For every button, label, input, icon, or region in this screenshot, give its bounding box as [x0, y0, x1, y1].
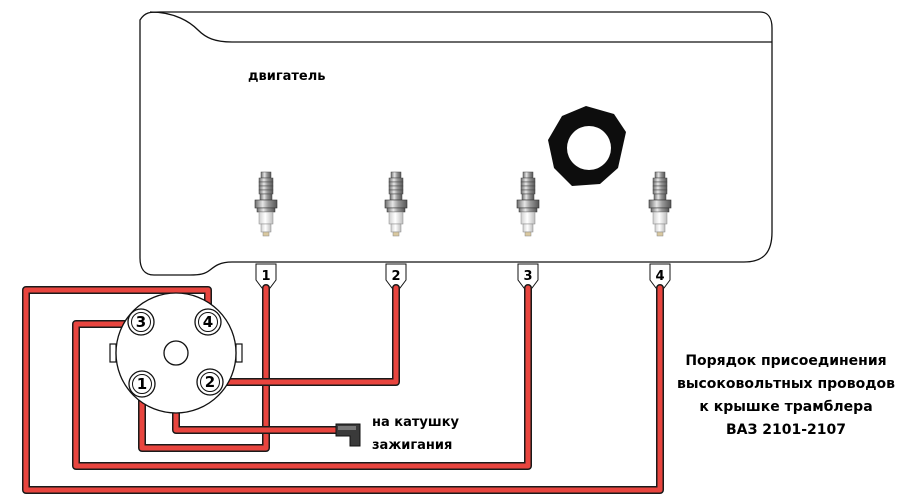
- cap-terminal-3-label: 3: [136, 313, 146, 331]
- wire-plug-3: [73, 285, 531, 469]
- diagram-caption: Порядок присоединения высоковольтных про…: [677, 353, 895, 438]
- coil-label-line1: на катушку: [372, 415, 460, 430]
- cap-clip-right: [235, 343, 243, 363]
- caption-line3: к крышке трамблера: [699, 399, 872, 415]
- wire-plug-1: [139, 285, 269, 451]
- cap-terminal-2-label: 2: [205, 373, 215, 391]
- caption-line2: высоковольтных проводов: [677, 376, 895, 392]
- cap-terminal-4-label: 4: [203, 313, 213, 331]
- engine-outline: [139, 11, 773, 276]
- wire-plug-4: [23, 285, 663, 493]
- caption-line4: ВАЗ 2101-2107: [726, 422, 846, 438]
- plug-number-1: 1: [261, 269, 270, 284]
- coil-connector-icon: [335, 423, 361, 447]
- oil-filler-cap-hole: [567, 126, 611, 170]
- plug-number-3: 3: [523, 269, 532, 284]
- plug-number-4: 4: [655, 269, 664, 284]
- distributor-cap: 3 4 1 2: [109, 292, 243, 414]
- coil-label-line2: зажигания: [372, 438, 452, 453]
- engine-label: двигатель: [248, 69, 326, 84]
- wires: [22, 284, 664, 494]
- cap-center-terminal: [163, 340, 189, 366]
- wire-plug-2: [209, 285, 399, 385]
- cap-terminal-1-label: 1: [137, 375, 147, 393]
- caption-line1: Порядок присоединения: [685, 353, 886, 369]
- engine-top-edge: [149, 11, 772, 43]
- cap-clip-left: [109, 343, 117, 363]
- plug-number-2: 2: [391, 269, 400, 284]
